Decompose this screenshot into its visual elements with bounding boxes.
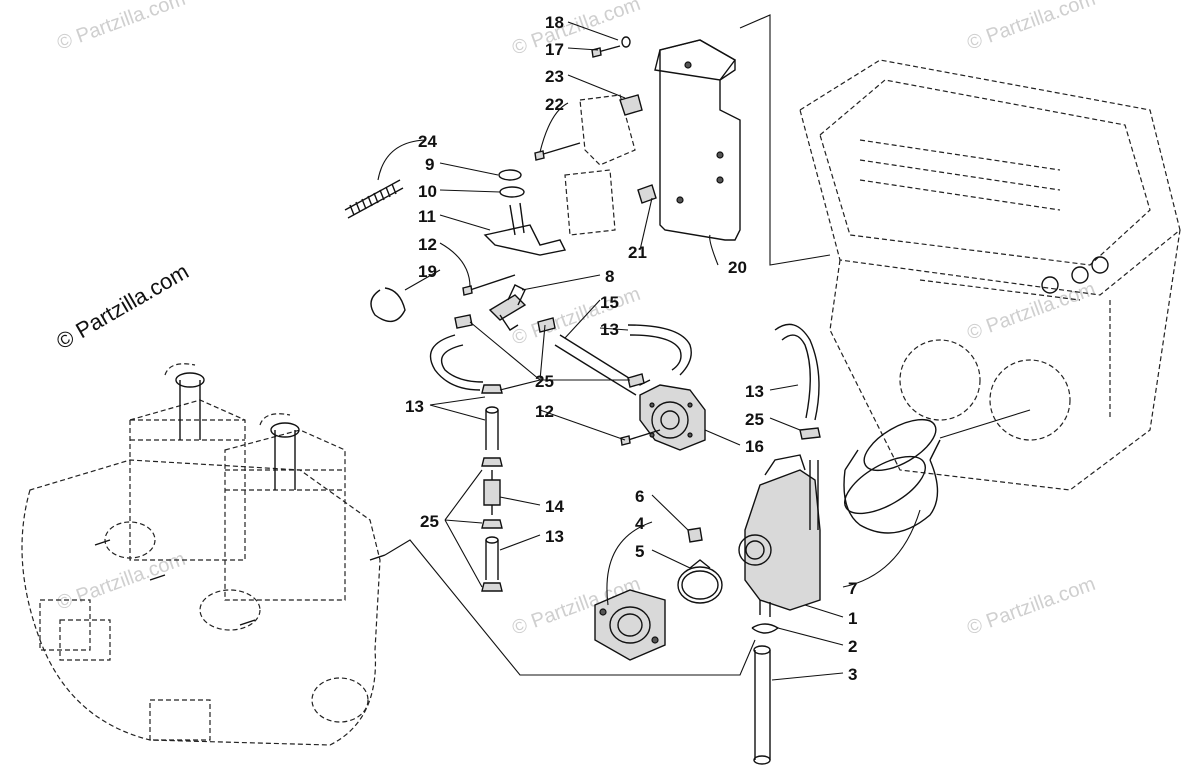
callout-19: 19 xyxy=(418,262,437,281)
watermarks: © Partzilla.com © Partzilla.com © Partzi… xyxy=(54,0,1098,640)
hose-13-middle xyxy=(627,324,692,376)
callout-10: 10 xyxy=(418,182,437,201)
screw-12-upper xyxy=(462,274,516,296)
clip-2 xyxy=(751,623,780,634)
callout-25: 25 xyxy=(420,512,439,531)
callout-22: 22 xyxy=(545,95,564,114)
washer-10 xyxy=(499,186,525,198)
callout-5: 5 xyxy=(635,542,644,561)
clamp-25-pump xyxy=(627,373,645,388)
callout-13: 13 xyxy=(545,527,564,546)
callout-20: 20 xyxy=(728,258,747,277)
watermark: © Partzilla.com xyxy=(54,548,188,615)
fitting-8 xyxy=(488,284,527,331)
callout-7: 7 xyxy=(848,579,857,598)
callout-16: 16 xyxy=(745,437,764,456)
callout-17: 17 xyxy=(545,40,564,59)
intake-boot-7 xyxy=(843,418,941,534)
washer-9 xyxy=(498,169,522,181)
callout-24: 24 xyxy=(418,132,437,151)
callouts: 18 17 23 22 24 9 10 11 12 19 21 20 8 15 … xyxy=(405,13,857,684)
connection-lines xyxy=(384,14,1031,676)
clamp-25-upper-left xyxy=(454,314,473,329)
callout-4: 4 xyxy=(635,514,645,533)
callout-13: 13 xyxy=(600,320,619,339)
bushing-21 xyxy=(637,184,657,204)
flange-4 xyxy=(594,589,666,661)
solenoid-ghost xyxy=(564,94,636,236)
airbox-ghost xyxy=(799,59,1181,491)
callout-1: 1 xyxy=(848,609,857,628)
watermark: © Partzilla.com xyxy=(964,573,1098,640)
clamp-25-right xyxy=(799,427,821,440)
callout-8: 8 xyxy=(605,267,614,286)
leader-lines xyxy=(377,21,921,681)
tube-3 xyxy=(753,645,771,765)
screw-12-lower xyxy=(620,429,661,446)
callout-11: 11 xyxy=(418,207,436,226)
callout-13: 13 xyxy=(745,382,764,401)
clamp-25-upper-mid xyxy=(537,317,556,333)
callout-15: 15 xyxy=(600,293,619,312)
callout-14: 14 xyxy=(545,497,564,516)
callout-13: 13 xyxy=(405,397,424,416)
callout-25: 25 xyxy=(535,372,554,391)
callout-25: 25 xyxy=(745,410,764,429)
partzilla-credit: © Partzilla.com xyxy=(52,259,193,355)
screw-17 xyxy=(591,45,621,58)
callout-18: 18 xyxy=(545,13,564,32)
fuel-line-stack xyxy=(481,384,503,592)
mounting-bracket xyxy=(654,39,741,241)
spring-24 xyxy=(344,179,404,219)
clamp-5 xyxy=(677,559,723,604)
callout-3: 3 xyxy=(848,665,857,684)
callout-21: 21 xyxy=(628,243,647,262)
hose-13-right xyxy=(774,323,820,421)
callout-2: 2 xyxy=(848,637,857,656)
watermark: © Partzilla.com xyxy=(54,0,188,55)
washer-18 xyxy=(621,36,631,48)
watermark: © Partzilla.com xyxy=(964,0,1098,55)
hose-13-left xyxy=(429,334,484,391)
callout-12: 12 xyxy=(418,235,437,254)
carburetor-1 xyxy=(738,454,821,617)
plug-6 xyxy=(687,527,703,543)
watermark: © Partzilla.com xyxy=(509,283,643,350)
bracket-11 xyxy=(483,202,567,256)
clamp-19 xyxy=(370,287,406,323)
fuel-pump-16 xyxy=(639,384,706,451)
watermark: © Partzilla.com xyxy=(509,0,643,60)
spacer-23 xyxy=(619,94,643,116)
callout-12: 12 xyxy=(535,402,554,421)
engine-ghost xyxy=(21,363,386,746)
callout-6: 6 xyxy=(635,487,644,506)
callout-23: 23 xyxy=(545,67,564,86)
callout-9: 9 xyxy=(425,155,434,174)
